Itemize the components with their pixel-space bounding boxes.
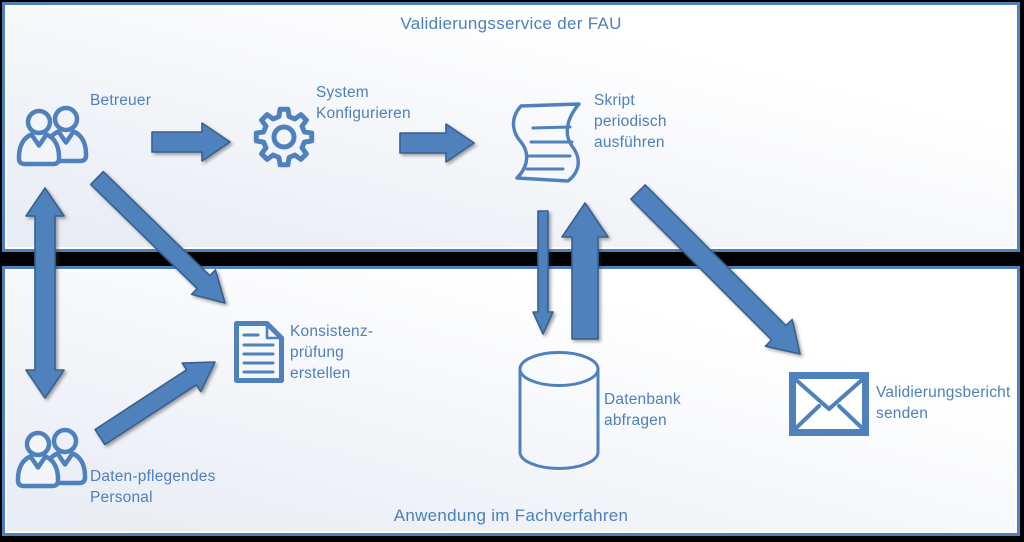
panel-validierungsservice: Validierungsservice der FAU <box>2 2 1020 252</box>
system-konfigurieren-label: System Konfigurieren <box>316 84 411 122</box>
datenbank-label: Datenbank abfragen <box>604 391 681 429</box>
panel-title-fachverfahren: Anwendung im Fachverfahren <box>393 506 629 525</box>
betreuer-label: Betreuer <box>90 92 152 109</box>
panel-title-validierungsservice: Validierungsservice der FAU <box>400 14 622 33</box>
konsistenz-label: Konsistenz- prüfung erstellen <box>290 323 374 382</box>
bericht-label: Validierungsbericht senden <box>876 384 1011 422</box>
personal-label: Daten-pflegendes Personal <box>90 468 216 506</box>
skript-label: Skript periodisch ausführen <box>594 92 667 151</box>
